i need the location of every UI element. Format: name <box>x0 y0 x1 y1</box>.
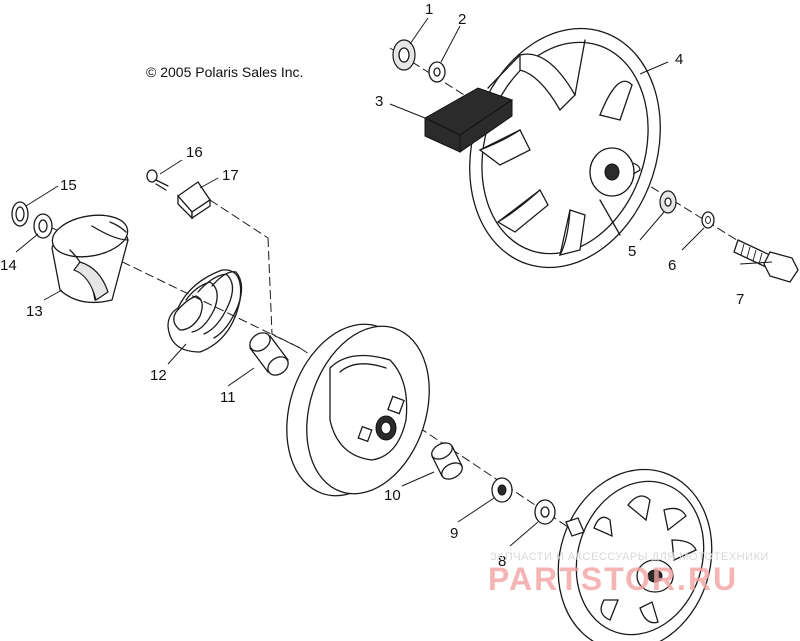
part-4-sheave <box>469 27 661 269</box>
callout-2: 2 <box>458 11 466 28</box>
part-6-lock-washer <box>701 211 715 229</box>
part-2-washer <box>428 61 446 83</box>
watermark: ЗАПЧАСТИ И АКСЕССУАРЫ ДЛЯ МОТОТЕХНИКИ PA… <box>488 551 769 597</box>
moveable-sheave <box>286 323 430 497</box>
callout-12: 12 <box>150 367 167 384</box>
part-10-bushing <box>431 442 463 480</box>
part-13-helix-cam <box>51 214 129 304</box>
callout-4: 4 <box>675 51 683 68</box>
callout-8: 8 <box>498 553 506 570</box>
callout-6: 6 <box>668 257 676 274</box>
stationary-sheave <box>557 468 713 641</box>
part-5-washer <box>659 190 677 214</box>
part-7-bolt <box>733 239 799 283</box>
part-15-snap-ring <box>11 201 29 227</box>
copyright-text: © 2005 Polaris Sales Inc. <box>146 64 303 80</box>
callout-numbers: 1 2 3 4 5 6 7 8 9 10 11 12 13 14 15 16 1… <box>0 1 744 570</box>
callout-5: 5 <box>628 243 636 260</box>
callout-7: 7 <box>736 291 744 308</box>
callout-13: 13 <box>26 303 43 320</box>
part-11-bushing-sleeve <box>249 332 289 376</box>
watermark-brand: PARTSTOR.RU <box>488 561 738 597</box>
watermark-caption: ЗАПЧАСТИ И АКСЕССУАРЫ ДЛЯ МОТОТЕХНИКИ <box>490 551 769 563</box>
callout-11: 11 <box>220 389 236 406</box>
part-1-bushing <box>392 39 416 71</box>
callout-9: 9 <box>450 525 458 542</box>
part-3-wear-block <box>423 87 514 153</box>
callout-1: 1 <box>425 1 433 18</box>
part-17-shoe <box>177 181 211 220</box>
part-9-washer <box>491 477 513 503</box>
callout-17: 17 <box>222 167 239 184</box>
part-12-spring <box>167 269 243 353</box>
part-14-washer <box>33 213 53 239</box>
callout-14: 14 <box>0 257 17 274</box>
callout-3: 3 <box>375 93 383 110</box>
callout-15: 15 <box>60 177 77 194</box>
part-16-screw <box>146 169 169 191</box>
part-8-washer <box>534 499 556 525</box>
callout-leaders <box>15 17 773 547</box>
callout-10: 10 <box>384 487 401 504</box>
callout-16: 16 <box>186 144 203 161</box>
